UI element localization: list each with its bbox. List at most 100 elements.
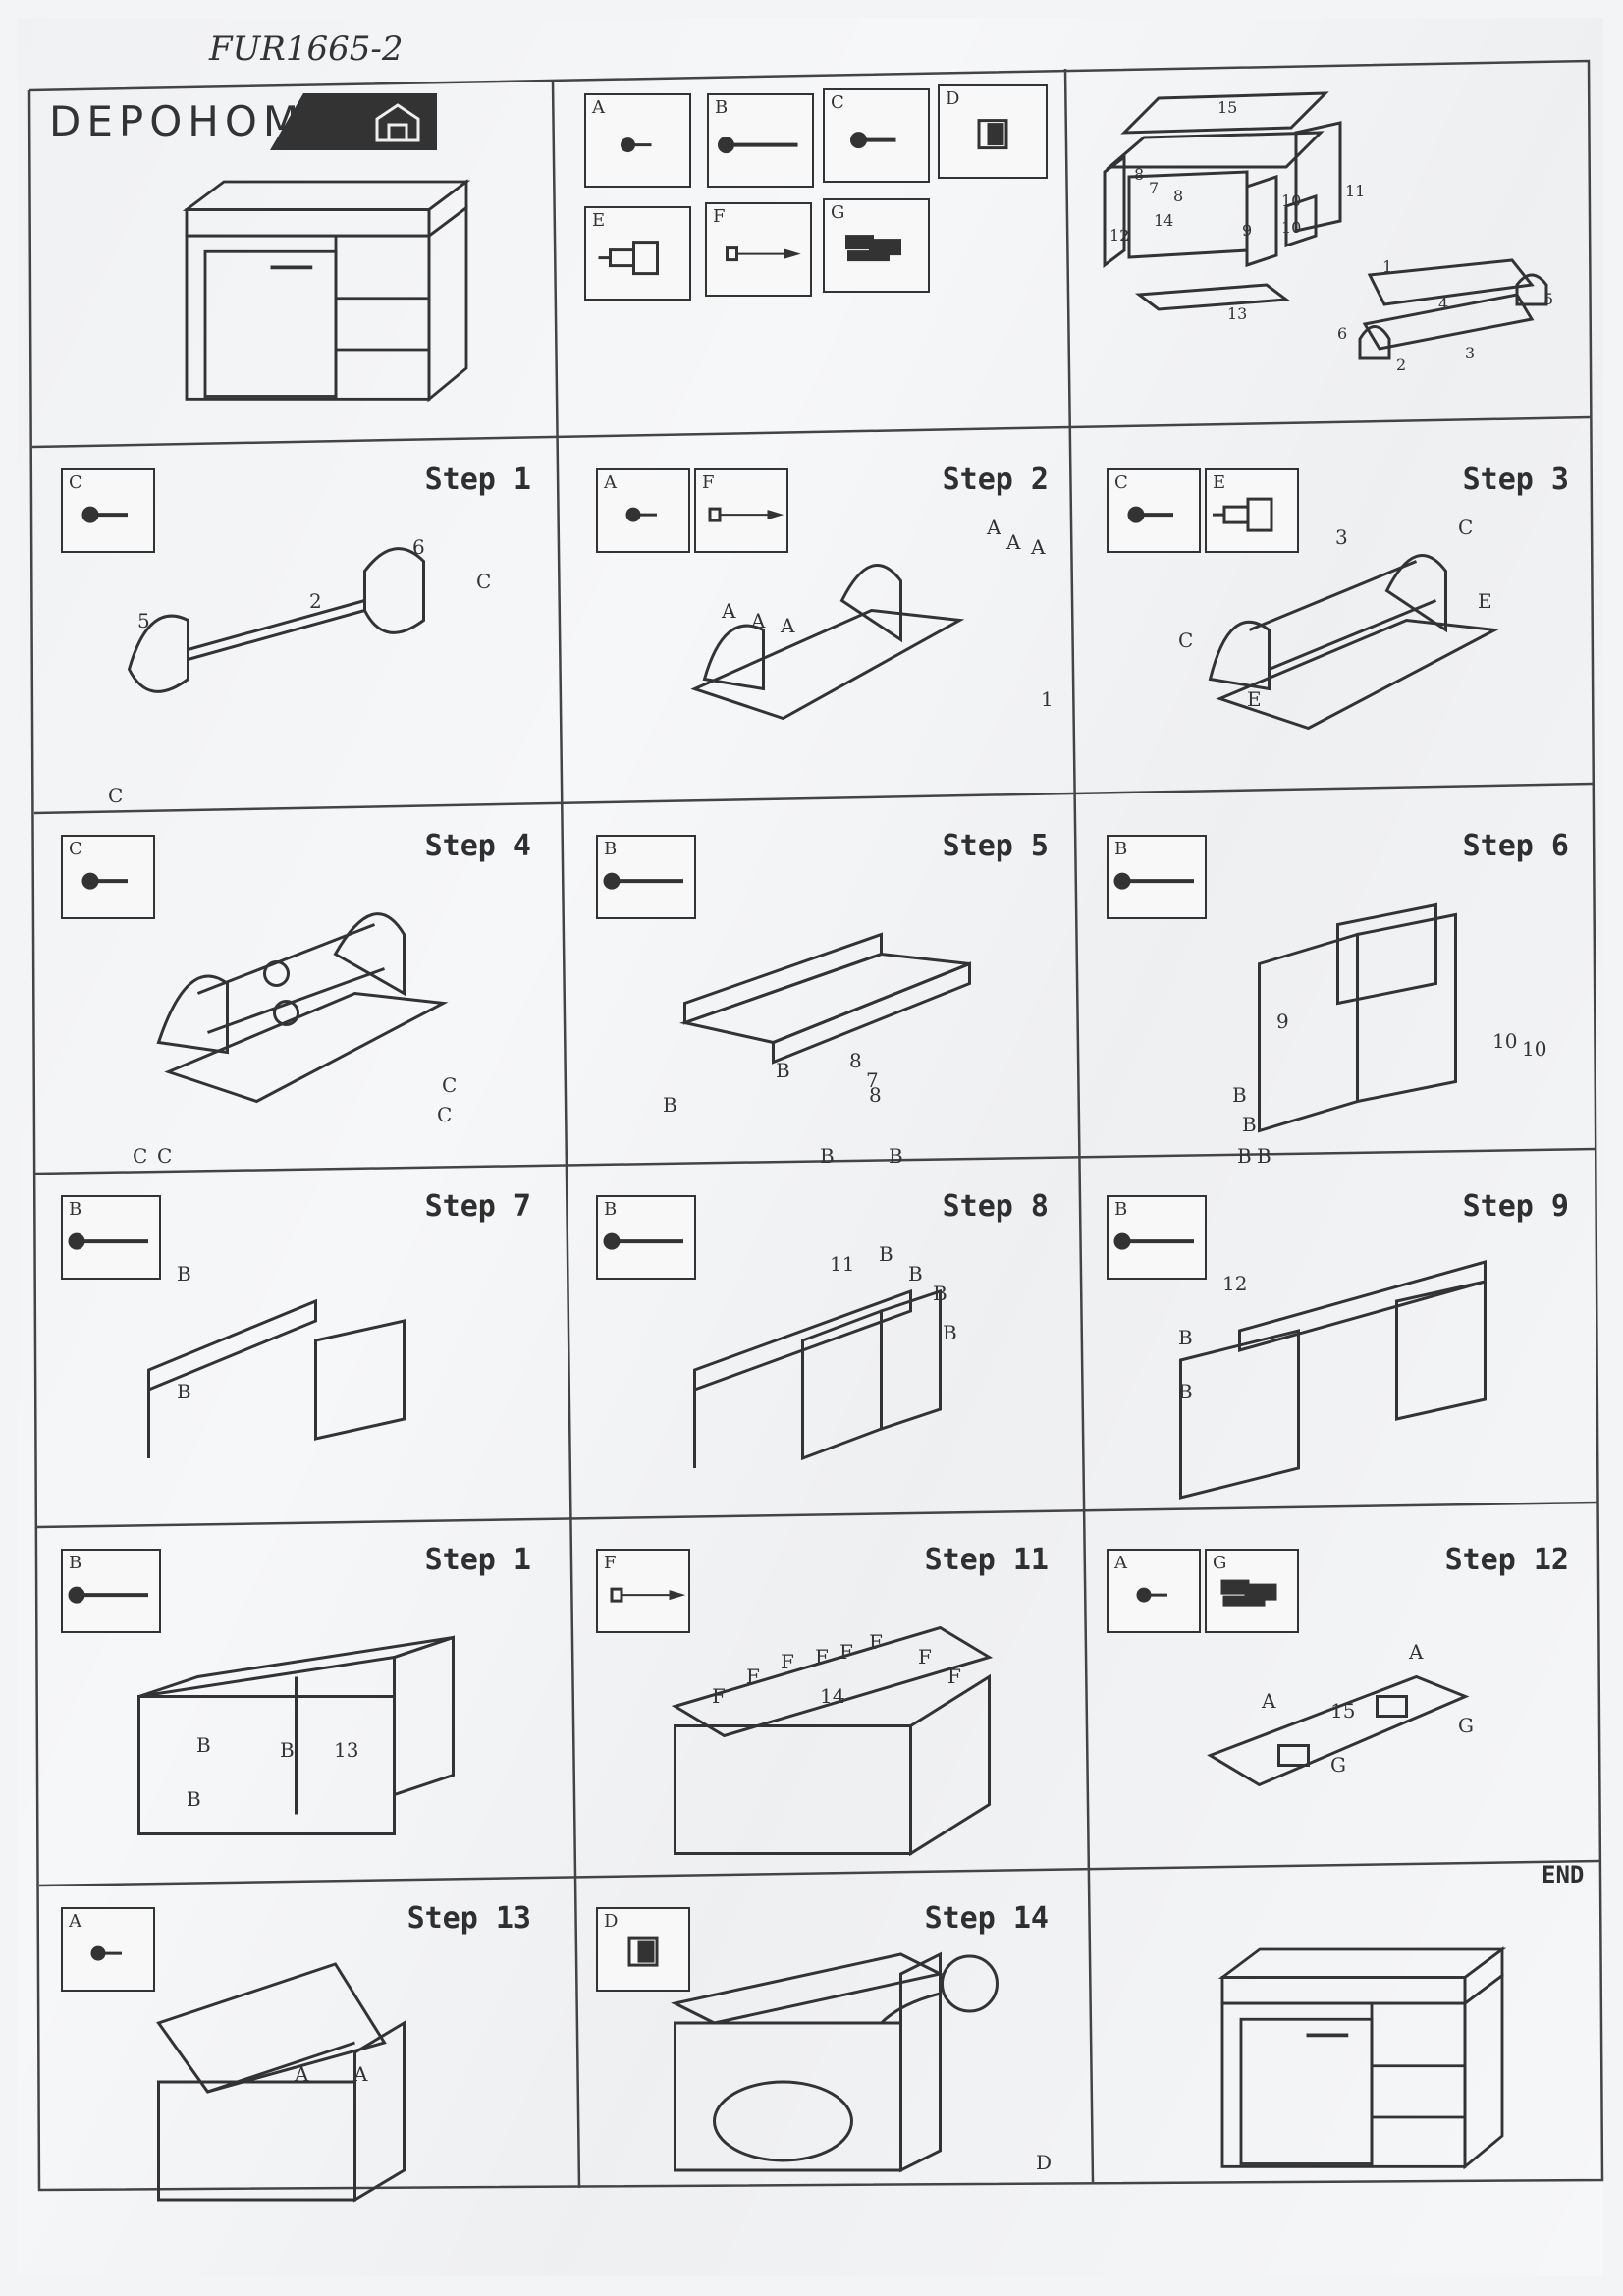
exploded-part-label: 8 xyxy=(1134,165,1145,184)
part-label: 6 xyxy=(412,535,425,559)
step-part-a-box: A xyxy=(1107,1549,1201,1633)
part-label: B xyxy=(1178,1380,1193,1403)
part-label: B xyxy=(879,1242,893,1266)
exploded-part-label: 4 xyxy=(1438,295,1449,313)
part-label: B xyxy=(1242,1113,1257,1136)
part-b-box: B xyxy=(707,93,814,188)
exploded-part-label: 1 xyxy=(1382,257,1393,276)
part-label: F xyxy=(781,1650,794,1673)
part-label: C xyxy=(476,570,492,593)
part-label: G xyxy=(1330,1753,1346,1777)
part-letter: G xyxy=(831,202,845,223)
part-label: 3 xyxy=(1335,525,1348,549)
step-part-d-box: D xyxy=(596,1907,690,1992)
final-cabinet-illustration xyxy=(1217,1946,1507,2170)
part-g-box: G xyxy=(823,198,930,293)
part-label: F xyxy=(918,1645,932,1668)
part-label: B xyxy=(280,1738,295,1762)
part-letter: C xyxy=(831,92,844,113)
nail-icon xyxy=(726,246,801,262)
part-label: B xyxy=(933,1282,947,1305)
hinge-icon xyxy=(1220,1579,1277,1607)
step-part-b-box: B xyxy=(1107,1195,1207,1280)
step-part-c-box: C xyxy=(61,835,155,919)
exploded-part-label: 7 xyxy=(1149,179,1160,197)
screw-icon xyxy=(1127,506,1173,523)
part-letter: F xyxy=(702,472,715,493)
part-a-box: A xyxy=(584,93,691,188)
part-label: A xyxy=(1409,1640,1424,1664)
step-illustration xyxy=(147,1298,406,1458)
step-illustration xyxy=(1179,1260,1487,1500)
step-part-c-box: C xyxy=(61,468,155,553)
step-part-e-box: E xyxy=(1205,468,1299,553)
part-label: C xyxy=(1178,629,1194,652)
step-part-c-box: C xyxy=(1107,468,1201,553)
exploded-part-label: 13 xyxy=(1227,304,1248,323)
brand-name: DEPOHOME xyxy=(49,97,337,145)
part-label: 15 xyxy=(1330,1699,1356,1722)
part-label: B xyxy=(663,1093,677,1117)
step-part-b-box: B xyxy=(61,1549,161,1633)
exploded-part-label: 6 xyxy=(1337,324,1348,343)
part-letter: A xyxy=(592,97,605,118)
part-label: B xyxy=(187,1787,201,1811)
step-title: Step 1 xyxy=(424,463,531,497)
part-letter: A xyxy=(69,1911,81,1932)
exploded-part-label: 3 xyxy=(1465,344,1476,362)
part-label: B xyxy=(1232,1083,1247,1107)
part-letter: B xyxy=(69,1199,82,1220)
exploded-part-label: 2 xyxy=(1396,355,1407,374)
part-label: C xyxy=(442,1073,458,1097)
part-label: B xyxy=(196,1733,211,1757)
part-label: 8 xyxy=(869,1083,882,1107)
part-label: B xyxy=(943,1321,957,1344)
step-illustration xyxy=(1258,902,1457,1133)
part-f-box: F xyxy=(705,202,812,297)
exploded-part-label: 15 xyxy=(1217,98,1238,117)
step-title: Step 13 xyxy=(406,1901,531,1936)
part-label: 5 xyxy=(137,609,150,632)
part-label: B xyxy=(889,1144,903,1168)
cam-lock-icon xyxy=(627,1936,659,1967)
exploded-part-label: 8 xyxy=(1173,187,1184,205)
long-screw-icon xyxy=(603,1232,683,1250)
part-label: A xyxy=(1262,1689,1276,1713)
screw-icon xyxy=(81,872,128,890)
part-label: B xyxy=(177,1262,191,1285)
part-label: B xyxy=(1257,1144,1271,1168)
part-label: G xyxy=(1458,1714,1474,1737)
step-title: Step 2 xyxy=(942,463,1049,497)
part-label: C xyxy=(133,1144,148,1168)
step-part-f-box: F xyxy=(596,1549,690,1633)
part-letter: G xyxy=(1213,1553,1227,1573)
step-title: Step 14 xyxy=(924,1901,1049,1936)
step-title: Step 11 xyxy=(924,1543,1049,1577)
step-title: Step 5 xyxy=(942,829,1049,863)
part-label: 7 xyxy=(866,1068,879,1092)
part-label: A xyxy=(722,599,736,623)
exploded-part-label: 11 xyxy=(1345,182,1366,200)
part-label: B xyxy=(820,1144,835,1168)
part-label: 10 xyxy=(1492,1029,1518,1053)
part-letter: D xyxy=(604,1911,619,1932)
part-label: F xyxy=(869,1630,883,1654)
step-title: Step 4 xyxy=(424,829,531,863)
step-illustration xyxy=(690,564,965,721)
step-title: Step 3 xyxy=(1462,463,1569,497)
part-label: D xyxy=(1036,2151,1053,2174)
part-letter: F xyxy=(713,206,726,227)
step-title: Step 12 xyxy=(1444,1543,1569,1577)
house-icon xyxy=(375,103,420,142)
header-illustrations xyxy=(182,91,1548,403)
step-illustration xyxy=(156,1962,406,2203)
part-letter: F xyxy=(604,1553,617,1573)
exploded-part-label: 10 xyxy=(1281,218,1302,237)
exploded-part-label: 12 xyxy=(1109,226,1130,245)
